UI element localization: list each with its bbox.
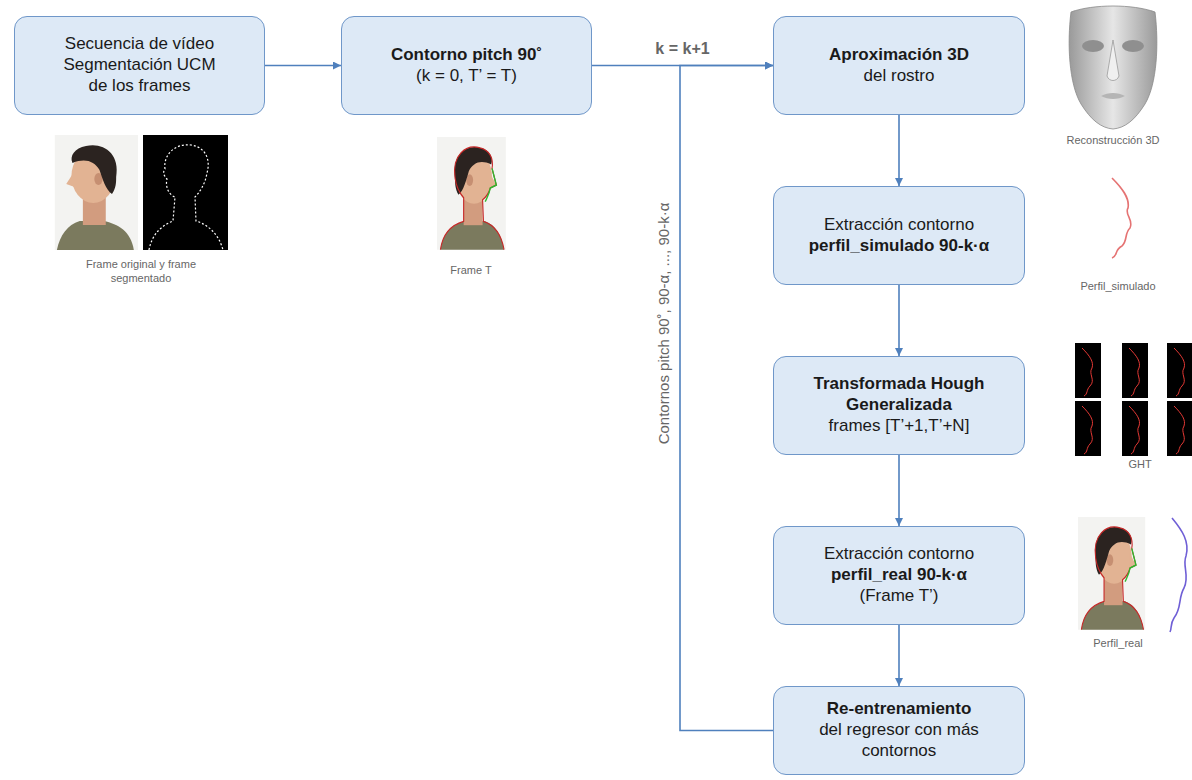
illustration-part <box>1082 40 1104 52</box>
illustration-part <box>1081 527 1143 630</box>
illustration-part <box>440 147 504 250</box>
box-text: del rostro <box>864 66 935 87</box>
illustration-part <box>149 145 223 250</box>
illustration-part <box>1129 406 1140 454</box>
photo-real-profile <box>1078 517 1145 630</box>
caption-label: Frame original y frame segmentado <box>85 258 197 286</box>
flow-arrow <box>898 115 900 186</box>
box-text: del regresor con más contornos <box>799 720 999 761</box>
illustration-part <box>1101 93 1125 99</box>
illustration-part <box>1167 343 1192 398</box>
illustration-part <box>1174 406 1185 454</box>
caption-label: Frame T <box>426 264 516 278</box>
box-text: Extracción contorno <box>824 544 974 565</box>
illustration-part <box>1122 40 1144 52</box>
process-box: Contorno pitch 90˚(k = 0, T’ = T) <box>341 16 592 115</box>
illustration-part <box>1082 348 1093 396</box>
illustration-part <box>1122 401 1148 456</box>
box-text: perfil_real 90-k·α <box>831 565 967 586</box>
box-text: Extracción contorno <box>824 215 974 236</box>
illustration-part <box>1078 517 1145 630</box>
process-box: Extracción contornoperfil_simulado 90-k·… <box>773 186 1025 285</box>
flow-arrow <box>265 65 341 67</box>
illustration-part <box>143 135 228 250</box>
illustration-part <box>485 168 496 201</box>
illustration-part <box>1122 343 1148 398</box>
illustration-part <box>1129 348 1140 396</box>
caption-label: Perfil_simulado <box>1058 280 1178 294</box>
illustration-part <box>437 137 506 250</box>
illustration-part <box>1167 401 1192 456</box>
box-text: frames [T’+1,T’+N] <box>829 416 970 437</box>
caption-label: Perfil_real <box>1068 637 1168 651</box>
profile-simulated <box>1112 178 1131 258</box>
face-3d <box>1069 6 1157 129</box>
box-text: perfil_simulado 90-k·α <box>809 236 990 257</box>
process-box: Secuencia de vídeo Segmentación UCM de l… <box>14 16 265 115</box>
box-text: Contorno pitch 90˚ <box>391 45 542 66</box>
box-text: Secuencia de vídeo Segmentación UCM de l… <box>54 34 226 96</box>
illustration-part <box>1069 6 1157 129</box>
process-box: Aproximación 3Ddel rostro <box>773 16 1025 115</box>
box-text: Aproximación 3D <box>829 45 969 66</box>
flow-arrow <box>680 66 773 731</box>
box-text: (k = 0, T’ = T) <box>416 66 517 87</box>
ght-grid <box>1075 343 1192 456</box>
box-text: Re-entrenamiento <box>827 699 972 720</box>
illustration-part <box>1107 40 1119 81</box>
illustration-part <box>1082 406 1093 454</box>
caption-label: Reconstrucción 3D <box>1053 134 1173 148</box>
photo-original <box>55 135 138 250</box>
caption-label: GHT <box>1110 458 1170 472</box>
illustration-part <box>1082 348 1185 454</box>
illustration-part <box>1125 548 1136 581</box>
edge-label: Contornos pitch 90˚, 90-α, ..., 90-k·α <box>656 199 673 447</box>
process-box: Re-entrenamientodel regresor con más con… <box>773 686 1025 775</box>
illustration-part <box>1075 401 1101 456</box>
edge-label: k = k+1 <box>652 40 712 58</box>
flow-arrow <box>898 625 900 686</box>
photo-frame-t <box>437 137 506 250</box>
process-box: Extracción contornoperfil_real 90-k·α(Fr… <box>773 526 1025 625</box>
flow-arrow <box>898 455 900 526</box>
illustration-part <box>1075 343 1101 398</box>
profile-real <box>1170 518 1187 632</box>
box-text: (Frame T’) <box>859 586 938 607</box>
photo-segmented <box>143 135 228 250</box>
process-box: Transformada Hough Generalizadaframes [T… <box>773 356 1025 455</box>
flow-arrow <box>898 285 900 356</box>
illustration-part <box>55 135 138 250</box>
box-text: Transformada Hough Generalizada <box>784 374 1014 415</box>
illustration-part <box>1174 348 1185 396</box>
